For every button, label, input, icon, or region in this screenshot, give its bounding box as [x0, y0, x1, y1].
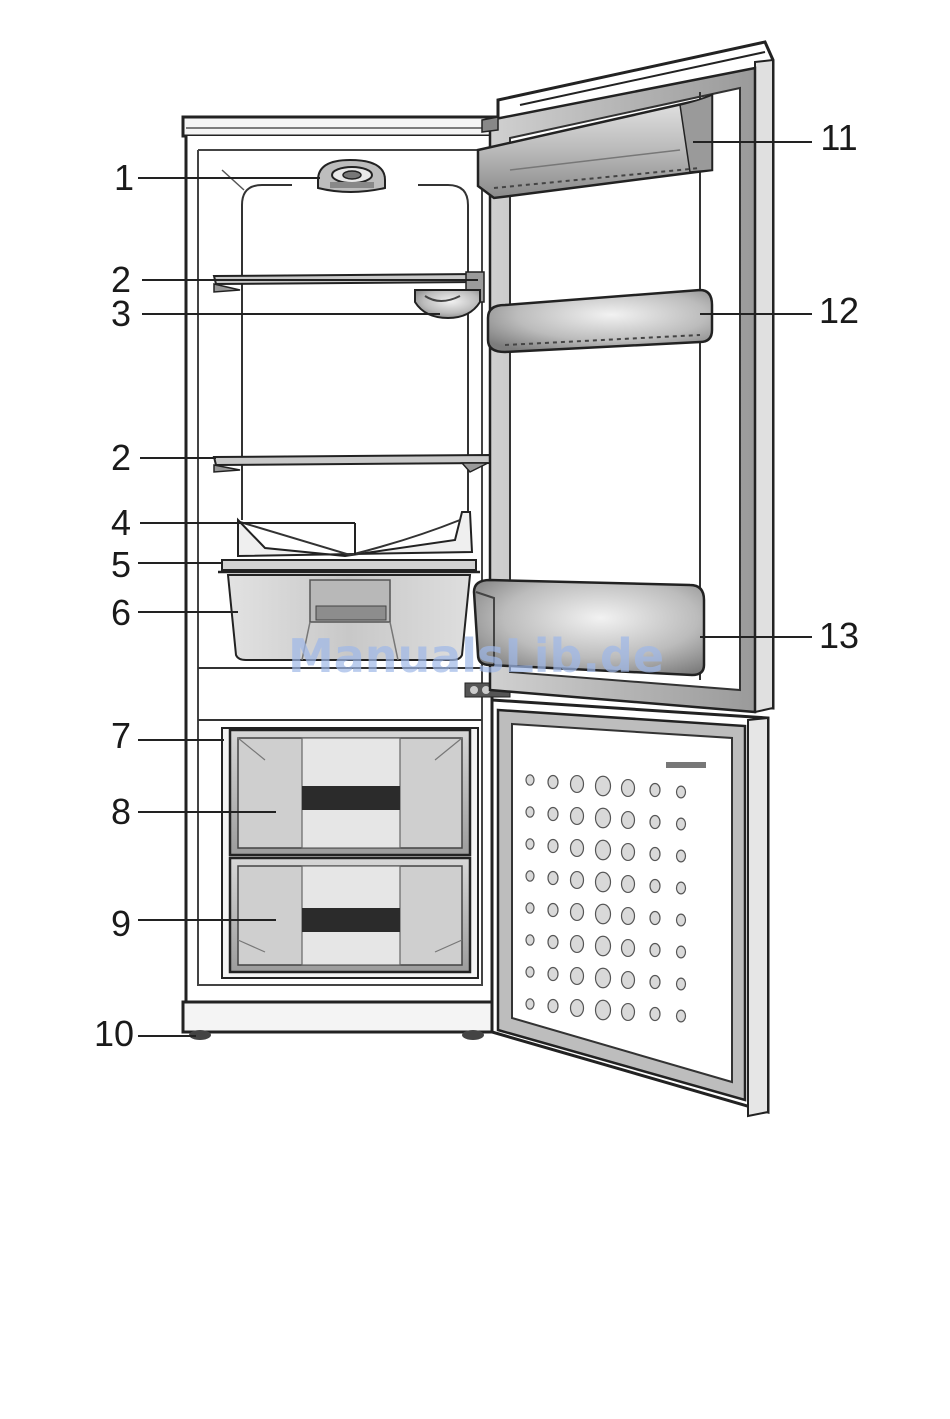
dimple [677, 978, 686, 990]
dimple [548, 808, 558, 821]
dimple [650, 816, 660, 829]
dimple [526, 903, 534, 913]
callout-1: 1 [114, 157, 134, 198]
dimple [677, 914, 686, 926]
dimple [548, 968, 558, 981]
callout-13: 13 [819, 615, 859, 656]
dimple [677, 1010, 686, 1022]
dimple [548, 936, 558, 949]
dimple [650, 976, 660, 989]
dimple [571, 904, 584, 921]
dimple [596, 1000, 611, 1020]
callout-11: 11 [820, 117, 857, 158]
dimple [526, 807, 534, 817]
dimple [596, 840, 611, 860]
callout-12: 12 [819, 290, 859, 331]
dimple [548, 904, 558, 917]
dimple [571, 808, 584, 825]
dimple [548, 840, 558, 853]
callout-4: 4 [111, 502, 131, 543]
dimple [650, 912, 660, 925]
dimple [526, 935, 534, 945]
dimple [650, 944, 660, 957]
dimple [596, 936, 611, 956]
dimple [596, 808, 611, 828]
dimple [526, 775, 534, 785]
dimple [526, 871, 534, 881]
callout-3: 3 [111, 293, 131, 334]
dimple [571, 968, 584, 985]
thermostat-light [318, 160, 385, 192]
callout-5: 5 [111, 544, 131, 585]
freezer-drawer-lower [230, 858, 470, 972]
dimple [571, 1000, 584, 1017]
callout-10: 10 [94, 1013, 134, 1054]
dimple [548, 776, 558, 789]
dimple [677, 946, 686, 958]
dimple [677, 818, 686, 830]
callout-8: 8 [111, 791, 131, 832]
dimple [650, 848, 660, 861]
callout-7: 7 [111, 715, 131, 756]
dimple [526, 999, 534, 1009]
dimple [677, 786, 686, 798]
dimple [650, 1008, 660, 1021]
dimple [650, 880, 660, 893]
dimple [596, 872, 611, 892]
dimple [622, 1004, 635, 1021]
dimple [548, 1000, 558, 1013]
dimple [622, 972, 635, 989]
dimple [571, 872, 584, 889]
dimple [596, 968, 611, 988]
dimple [526, 839, 534, 849]
callout-9: 9 [111, 903, 131, 944]
dimple [622, 812, 635, 829]
dimple [622, 940, 635, 957]
dimple [622, 780, 635, 797]
watermark-text: ManualsLib.de [288, 629, 664, 683]
crisper-glass-shelf [218, 560, 480, 572]
dimple [548, 872, 558, 885]
freezer-drawer-upper [230, 730, 470, 855]
dimple [622, 876, 635, 893]
dimple [571, 936, 584, 953]
dimple [526, 967, 534, 977]
dimple [622, 908, 635, 925]
callout-2-lower: 2 [111, 437, 131, 478]
dimple [650, 784, 660, 797]
dimple [622, 844, 635, 861]
callout-6: 6 [111, 592, 131, 633]
dimple [596, 776, 611, 796]
dimple [677, 850, 686, 862]
dimple [571, 840, 584, 857]
dimple [571, 776, 584, 793]
dimple [677, 882, 686, 894]
dimple [596, 904, 611, 924]
